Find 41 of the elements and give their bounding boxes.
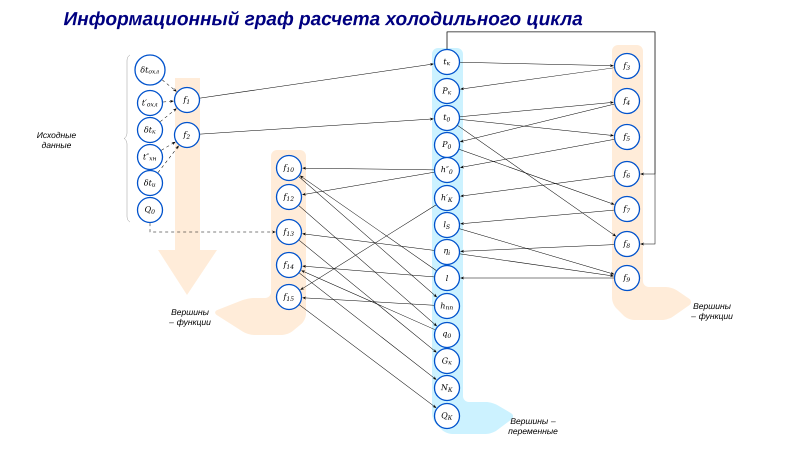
arrow <box>460 244 614 252</box>
arrow <box>460 62 614 67</box>
arrow <box>460 139 614 168</box>
arrow <box>162 100 174 102</box>
arrow <box>299 304 436 408</box>
arrow <box>200 63 434 98</box>
arrow <box>302 265 434 278</box>
arrow <box>298 205 437 326</box>
side-label: Вершины – переменные <box>508 418 558 436</box>
side-label: Исходные данные <box>37 132 76 148</box>
arrow <box>460 119 614 136</box>
side-label: Вершины – функции <box>169 309 211 327</box>
arrow <box>299 272 436 380</box>
arrow <box>302 167 434 170</box>
arrow <box>160 108 176 122</box>
arrow <box>460 210 614 225</box>
arrow <box>460 176 614 198</box>
arrow <box>302 296 434 306</box>
arrow <box>460 68 614 90</box>
arrow <box>458 125 616 236</box>
arrow <box>460 101 614 118</box>
arrow <box>158 146 179 173</box>
side-label: Вершины – функции <box>691 303 733 321</box>
arrow <box>301 270 436 330</box>
arrow <box>300 204 436 290</box>
arrow <box>459 149 614 205</box>
arrow <box>150 222 276 234</box>
arrow <box>298 240 437 352</box>
arrow <box>300 176 436 271</box>
arrow <box>161 142 176 151</box>
arrow <box>460 254 614 277</box>
arrow <box>200 118 434 134</box>
arrow <box>460 104 614 142</box>
arrow <box>162 80 176 92</box>
arrow <box>459 228 614 275</box>
arrow <box>302 232 434 251</box>
arrow <box>446 32 656 246</box>
arrow <box>298 176 437 298</box>
arrow <box>302 172 434 196</box>
arrow <box>460 276 614 280</box>
title: Информационный граф расчета холодильного цикла <box>64 10 582 30</box>
